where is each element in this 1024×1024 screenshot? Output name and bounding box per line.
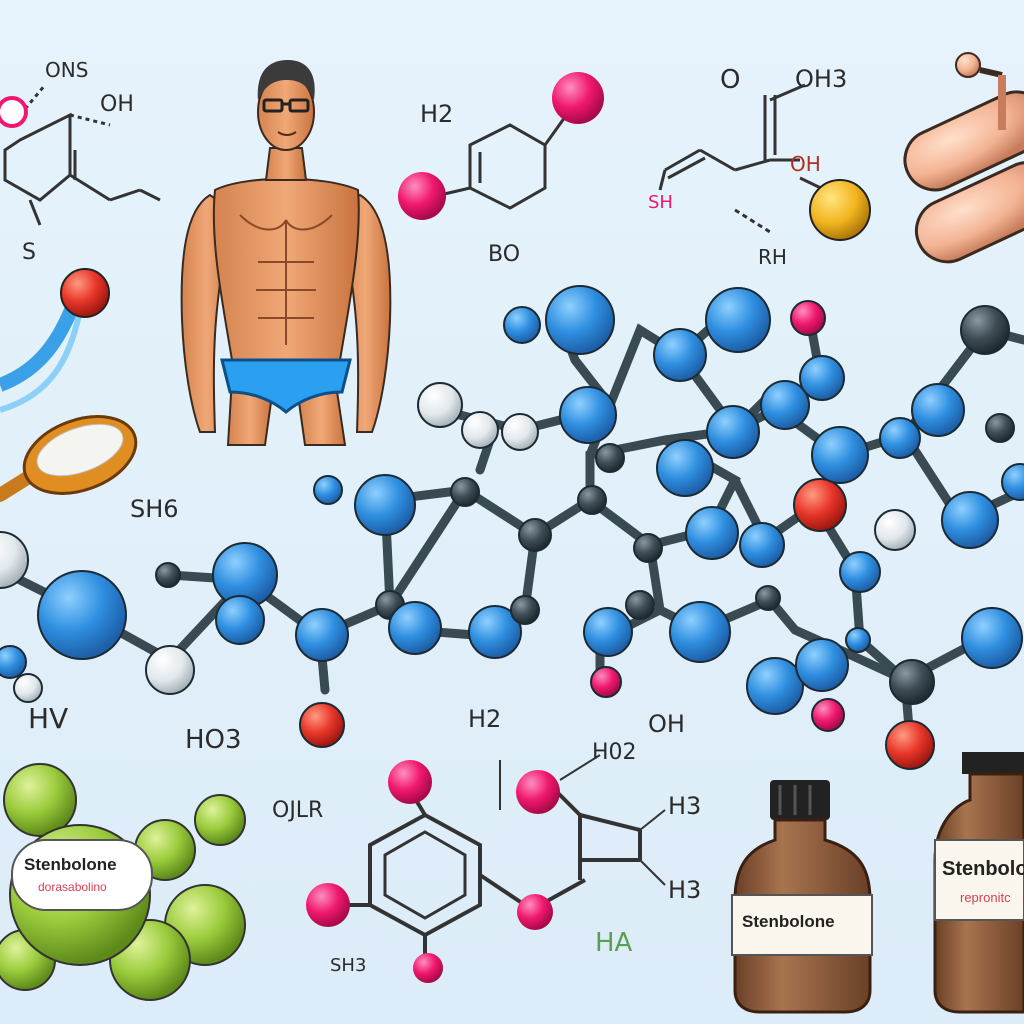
pink-ring-atom (0, 96, 28, 128)
green-molecule-bundle (0, 763, 246, 1001)
spoon-with-powder (0, 415, 138, 502)
formula-label: HV (28, 702, 69, 735)
formula-label: OJLR (272, 798, 324, 823)
atom (795, 638, 849, 692)
formula-label: SH6 (130, 495, 179, 523)
atom (299, 702, 345, 748)
atom (911, 383, 965, 437)
atom (653, 328, 707, 382)
atom (37, 570, 127, 660)
atom (755, 585, 781, 611)
formula-label: OH (100, 92, 134, 117)
formula-label: HO3 (185, 725, 242, 755)
bottle-front-title: Stenbolone (742, 912, 835, 931)
green-bundle-subtitle: dorasabolino (38, 880, 107, 894)
bottle-back-subtitle: repronitc (960, 890, 1011, 905)
atom (468, 605, 522, 659)
formula-label: OH (648, 710, 685, 738)
pills-icon (903, 52, 1024, 264)
top-left-structure (3, 84, 161, 226)
red-atom-swoosh (0, 268, 110, 413)
atom (518, 518, 552, 552)
atom (811, 698, 845, 732)
formula-label: H3 (668, 792, 702, 820)
atom (1001, 463, 1024, 501)
atom (746, 657, 804, 715)
atom (295, 608, 349, 662)
formula-label: HA (595, 928, 633, 958)
atom (760, 380, 810, 430)
atom (889, 659, 935, 705)
atom (874, 509, 916, 551)
atom (313, 475, 343, 505)
atom (0, 645, 27, 679)
atom (215, 595, 265, 645)
atom (685, 506, 739, 560)
formula-label: OH3 (795, 65, 848, 93)
formula-label: SH3 (330, 955, 367, 976)
green-bundle-title: Stenbolone (24, 855, 117, 874)
atom (417, 382, 463, 428)
atom (985, 413, 1015, 443)
bottle-front (731, 780, 873, 1014)
formula-label: ONS (45, 58, 89, 82)
atom (583, 607, 633, 657)
atom (388, 601, 442, 655)
atom (960, 305, 1010, 355)
atom (625, 590, 655, 620)
bottle-back-title: Stenbolone (942, 858, 1024, 880)
atom (845, 627, 871, 653)
atom (354, 474, 416, 536)
atom (706, 405, 760, 459)
formula-label: H2 (468, 705, 502, 733)
top-center-ring (398, 72, 604, 220)
atom (839, 551, 881, 593)
atom (577, 485, 607, 515)
atom (503, 306, 541, 344)
formula-label: H3 (668, 876, 702, 904)
main-molecule-atoms (0, 285, 1024, 770)
atom (656, 439, 714, 497)
atom (461, 411, 499, 449)
atom (811, 426, 869, 484)
atom (155, 562, 181, 588)
formula-label: H02 (592, 740, 637, 765)
top-right-formula (658, 83, 826, 234)
atom (633, 533, 663, 563)
formula-label: SH (648, 192, 673, 213)
atom (739, 522, 785, 568)
atom (885, 720, 935, 770)
atom (545, 285, 615, 355)
yellow-atom (809, 179, 871, 241)
atom (590, 666, 622, 698)
atom (450, 477, 480, 507)
atom (145, 645, 195, 695)
atom (669, 601, 731, 663)
atom (13, 673, 43, 703)
atom (941, 491, 999, 549)
formula-label: O (720, 65, 741, 95)
atom (799, 355, 845, 401)
formula-label: RH (758, 245, 787, 269)
atom (0, 531, 29, 589)
formula-label: OH (790, 152, 821, 176)
formula-label: BO (488, 242, 521, 267)
atom (879, 417, 921, 459)
bottle-back (933, 752, 1024, 1014)
atom (559, 386, 617, 444)
muscular-man (180, 60, 392, 446)
atom (595, 443, 625, 473)
atom (510, 595, 540, 625)
bottom-center-ring (306, 754, 666, 983)
atom (790, 300, 826, 336)
formula-label: S (22, 240, 36, 265)
atom (705, 287, 771, 353)
formula-label: H2 (420, 100, 454, 128)
atom (501, 413, 539, 451)
atom (793, 478, 847, 532)
atom (961, 607, 1023, 669)
